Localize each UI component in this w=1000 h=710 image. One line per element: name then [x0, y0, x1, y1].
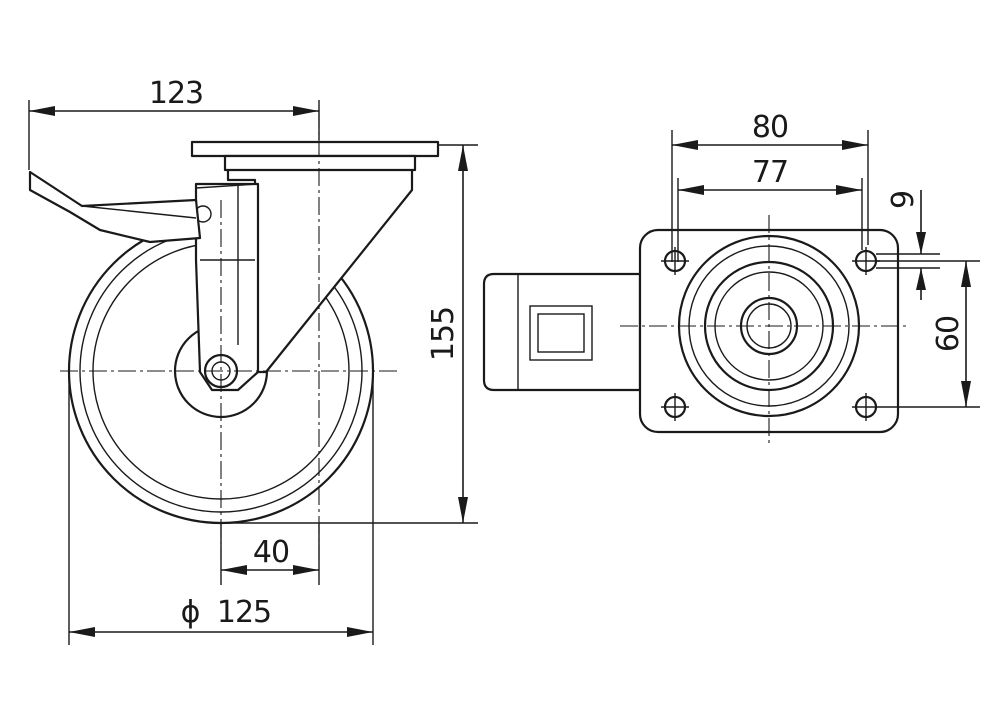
dim-label-155: 155: [426, 307, 461, 361]
arrowhead-left: [29, 106, 55, 116]
brake-housing-outline: [482, 272, 642, 392]
dim-label-40: 40: [253, 535, 289, 570]
arrowhead-right: [836, 185, 862, 195]
arrowhead-right: [293, 565, 319, 575]
fork-housing: [194, 166, 414, 392]
arrowhead-right: [842, 140, 868, 150]
arrowhead-top: [916, 232, 926, 254]
dim-label-9: 9: [886, 191, 921, 209]
arrowhead-bottom: [961, 381, 971, 407]
arrowhead-right: [347, 627, 373, 637]
mounting-plate: [190, 140, 440, 158]
diameter-symbol: ϕ: [181, 595, 200, 630]
dim-offset: 40: [220, 523, 320, 585]
brake-pad-outer: [529, 305, 593, 361]
brake-pedal: [28, 170, 202, 244]
brake-housing-top: [482, 272, 642, 392]
dim-overall-length: 123: [28, 76, 320, 170]
arrowhead-left: [678, 185, 704, 195]
bolt-holes: [661, 247, 880, 421]
dim-label-125: 125: [217, 595, 271, 630]
arrowhead-top: [961, 261, 971, 287]
brake-lever: [28, 170, 259, 244]
dim-label-80: 80: [752, 110, 788, 145]
brake-pad-inner: [537, 313, 585, 353]
dim-label-123: 123: [149, 76, 203, 111]
arrowhead-left: [69, 627, 95, 637]
brake-link: [195, 183, 259, 189]
arrowhead-bottom: [916, 268, 926, 290]
arrowhead-right: [293, 106, 319, 116]
fork-leg: [194, 182, 260, 392]
arrowhead-left: [221, 565, 247, 575]
arrowhead-left: [672, 140, 698, 150]
dim-hole-spacing-x: 77: [677, 155, 863, 262]
arrowhead-bottom: [458, 497, 468, 523]
arrowhead-top: [458, 145, 468, 171]
dim-label-60: 60: [931, 316, 966, 352]
dim-label-77: 77: [752, 155, 788, 190]
swivel-race: [223, 154, 417, 172]
dim-wheel-diameter: ϕ 125: [68, 371, 374, 645]
side-view: [28, 110, 440, 560]
dim-plate-width: 80: [671, 110, 869, 262]
top-plate: [190, 140, 440, 172]
dim-bolt-hole: 9: [876, 190, 940, 300]
fork-body: [226, 166, 414, 374]
dim-overall-height: 155: [221, 144, 478, 524]
top-view: [482, 215, 910, 445]
brake-pedal-edge: [81, 205, 197, 219]
dim-hole-spacing-y: 60: [876, 260, 980, 408]
